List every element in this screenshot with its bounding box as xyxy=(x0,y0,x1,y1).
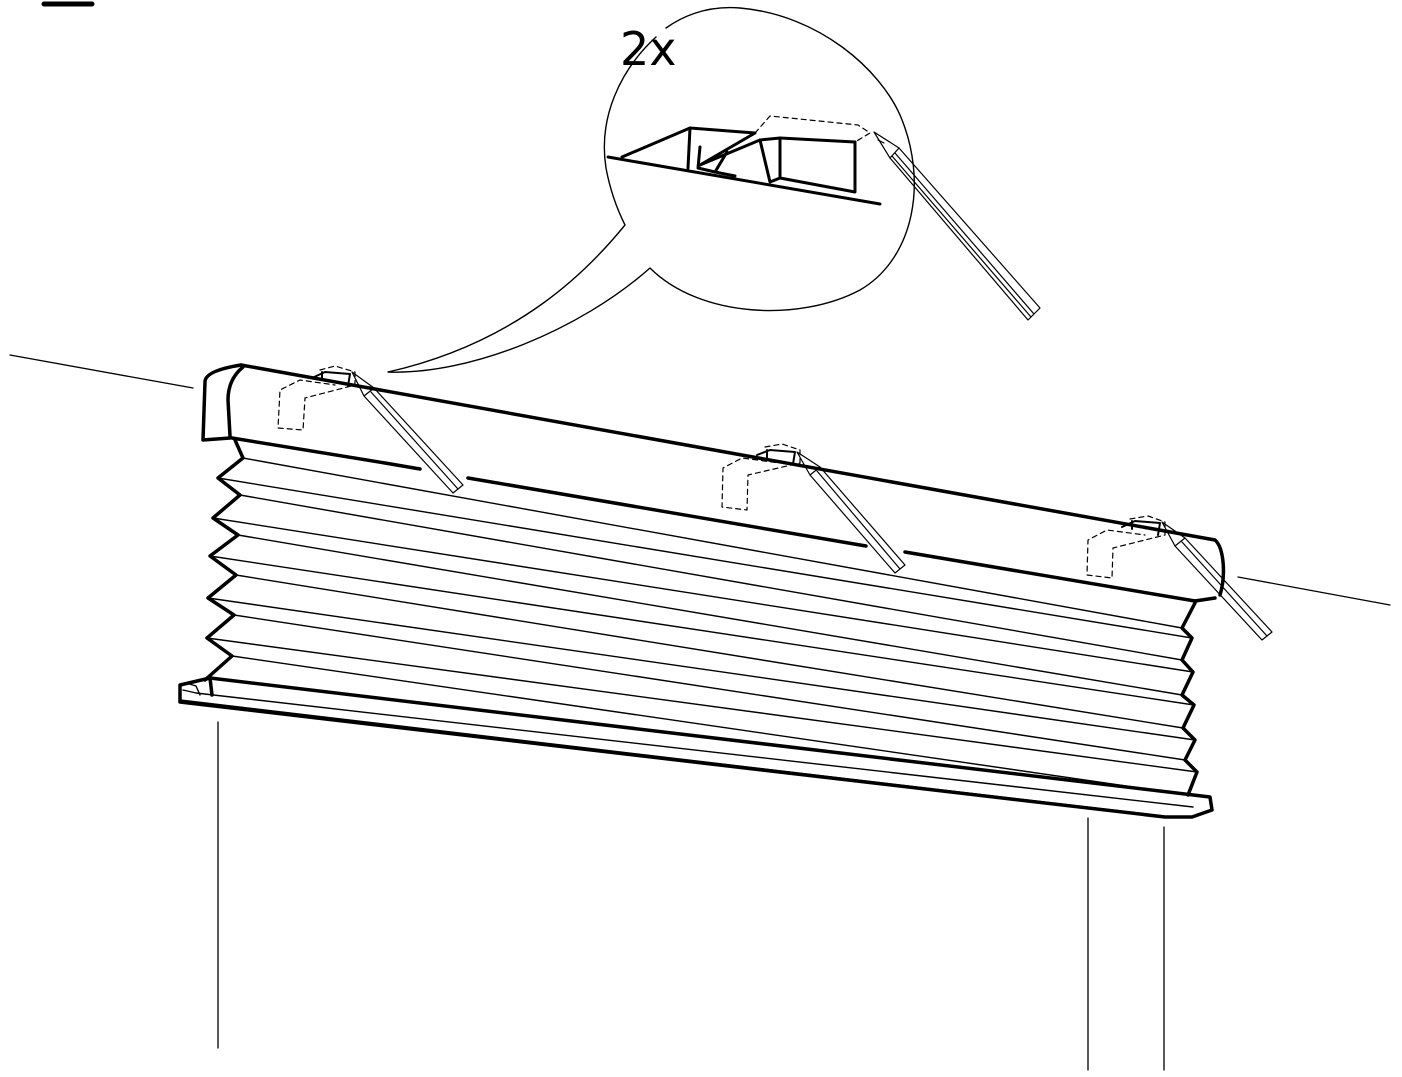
pencils xyxy=(351,371,1273,641)
magnifier-outline xyxy=(387,6,915,373)
bracket-middle xyxy=(721,443,801,511)
pencil-middle xyxy=(796,451,906,574)
pencil-left xyxy=(351,371,464,494)
bracket-detail xyxy=(620,126,857,194)
bracket-left xyxy=(277,365,356,431)
rail-edge-line xyxy=(606,155,882,206)
bracket-right xyxy=(1086,515,1166,579)
quantity-label: 2x xyxy=(620,22,677,76)
pencil-mark-outline xyxy=(754,115,871,143)
pencil-detail xyxy=(873,131,1041,321)
wall-guide-lines xyxy=(9,354,1391,1071)
mounting-brackets xyxy=(277,365,1166,579)
bracket-clips xyxy=(311,371,1161,536)
detail-magnifier: 2x xyxy=(387,6,1041,373)
fabric-right-zigzag xyxy=(1180,601,1199,797)
pencil-right xyxy=(1161,521,1273,641)
bottom-rail xyxy=(178,676,1214,819)
pleated-fabric xyxy=(203,438,1199,797)
headrail xyxy=(201,363,1226,603)
fabric-pleat-lines xyxy=(206,457,1198,796)
